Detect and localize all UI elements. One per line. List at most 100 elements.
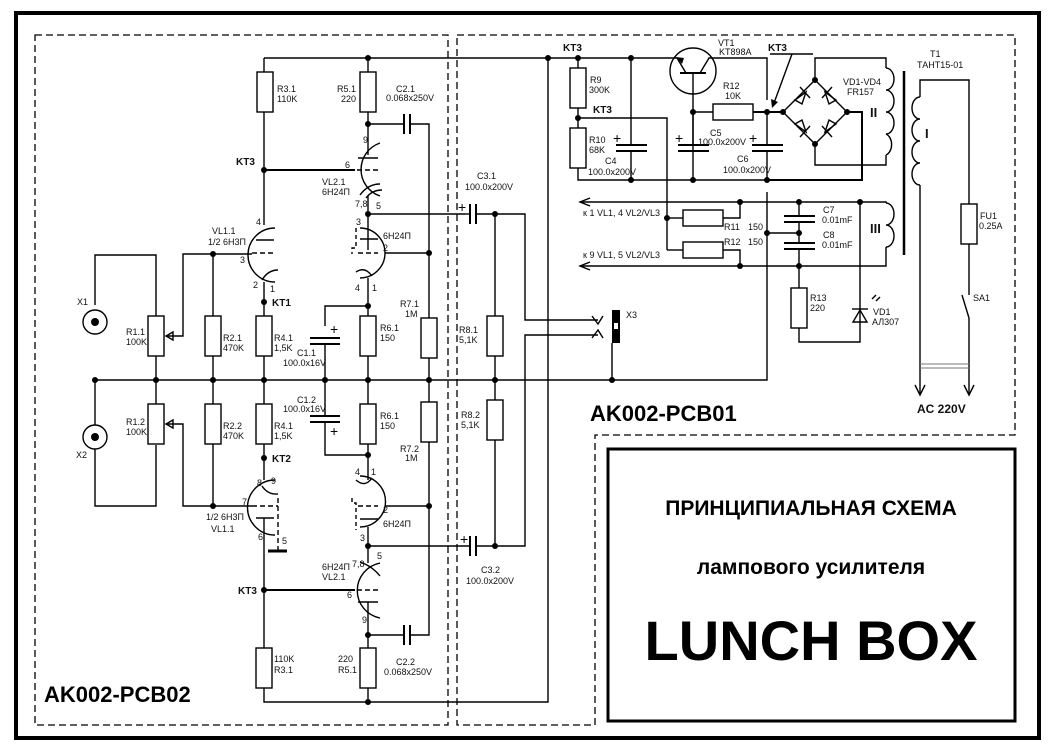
vl2-1-type: 6Н24П	[322, 187, 350, 197]
potentiometer-r1-2[interactable]	[147, 403, 165, 445]
wire	[723, 249, 741, 266]
transistor-collector	[699, 57, 768, 100]
junction	[365, 303, 371, 309]
wire	[814, 144, 887, 166]
x1-label: X1	[77, 297, 88, 307]
board-outline-pcb01	[456, 34, 1016, 726]
kt3-label: KT3	[236, 157, 255, 168]
r10-value: 68K	[589, 145, 605, 155]
r4-1-value: 1,5K	[274, 343, 293, 353]
r12b-name: R12	[723, 81, 740, 91]
arrow-out-1	[578, 197, 591, 207]
resistor-r6-1b	[359, 403, 377, 445]
vl2-1b-name: VL2.1	[322, 572, 346, 582]
pin-label: 1	[372, 283, 377, 293]
junction	[210, 503, 216, 509]
light-ray	[871, 294, 877, 300]
test-point-kt1[interactable]	[261, 299, 267, 305]
title-block	[606, 447, 1017, 723]
vl2-1b-type: 6Н24П	[322, 562, 350, 572]
r5-1-name: R5.1	[337, 84, 356, 94]
switch-sa1[interactable]	[961, 294, 970, 319]
polarity-mark: +	[613, 130, 621, 146]
led-vd1	[851, 308, 869, 323]
c3-2-name: C3.2	[481, 565, 500, 575]
resistor-r3-1b	[255, 647, 273, 689]
t1-name: T1	[930, 49, 941, 59]
r5-1b-name: R5.1	[338, 665, 357, 675]
r4-1b-name: R4.1	[274, 421, 293, 431]
resistor-r2-2	[204, 403, 222, 445]
c5-name: C5	[710, 128, 722, 138]
x3-label: X3	[626, 310, 637, 320]
wiper-arrow	[164, 418, 174, 430]
potentiometer-r1-1[interactable]	[147, 315, 165, 357]
probe-arrow	[771, 99, 778, 108]
kt2-label: KT2	[272, 454, 291, 465]
c2-1-name: C2.1	[396, 84, 415, 94]
pin-label: 5	[377, 551, 382, 561]
r1-2-name: R1.2	[126, 417, 145, 427]
probe-arrow-line	[773, 53, 793, 104]
wire	[723, 202, 741, 219]
tube-shield	[351, 228, 357, 254]
winding-i-label: I	[925, 126, 929, 141]
r13-name: R13	[810, 293, 827, 303]
r12p-value: 150	[748, 237, 763, 247]
r12b-value: 10K	[725, 91, 741, 101]
heater-out-2-label: к 9 VL1, 5 VL2/VL3	[583, 250, 660, 260]
kt3-psu-label: KT3	[563, 43, 582, 54]
mains-label: AC 220V	[917, 402, 966, 416]
c2-2-name: C2.2	[396, 657, 415, 667]
winding-iii-label: III	[870, 221, 881, 236]
pin-label: 8	[257, 478, 262, 488]
wire	[94, 445, 157, 507]
test-point-kt2[interactable]	[261, 455, 267, 461]
junction	[426, 250, 432, 256]
wire	[166, 423, 252, 507]
resistor-r4-1b	[255, 403, 273, 445]
r1-1-value: 100K	[126, 337, 147, 347]
pin-label: 4	[355, 283, 360, 293]
bridge-name: VD1-VD4	[843, 77, 881, 87]
kt3-bottom-label: KT3	[238, 586, 257, 597]
c2-1-value: 0.068x250V	[386, 93, 434, 103]
r7-2-name: R7.2	[400, 444, 419, 454]
c3-1-value: 100.0x200V	[465, 182, 513, 192]
pin-label: 3	[240, 255, 245, 265]
tube-vl1-1b-envelope	[246, 479, 276, 536]
pin-label: 2	[253, 280, 258, 290]
wire	[324, 422, 368, 456]
tube-vl1-1-envelope	[247, 227, 276, 283]
pin-label: 3	[356, 217, 361, 227]
ground-bus	[95, 192, 768, 381]
junction	[628, 177, 634, 183]
pin-label: 9	[271, 476, 276, 486]
wire	[476, 334, 598, 547]
input-jack-x1[interactable]	[82, 309, 108, 335]
winding-ii-label: II	[870, 105, 877, 120]
r7-2-value: 1M	[405, 453, 418, 463]
title-line-1: ПРИНЦИПИАЛЬНАЯ СХЕМА	[665, 497, 957, 520]
vl2-2-type: 6Н24П	[383, 231, 411, 241]
pin-label: 5	[282, 536, 287, 546]
resistor-r8-1	[486, 315, 504, 357]
polarity-mark: +	[330, 321, 338, 337]
c1-2-value: 100.0x16V	[283, 404, 326, 414]
x2-label: X2	[76, 450, 87, 460]
r6-1b-value: 150	[380, 421, 395, 431]
pin-label: 5	[376, 201, 381, 211]
wire	[410, 123, 430, 318]
wire	[767, 111, 863, 181]
tube-cathode	[355, 477, 373, 485]
r5-1-value: 220	[341, 94, 356, 104]
r9-name: R9	[590, 75, 602, 85]
jack-center	[91, 318, 99, 326]
tube-cathode	[261, 485, 279, 495]
r9-value: 300K	[589, 85, 610, 95]
tube-vl2-2b-envelope	[359, 475, 387, 528]
sa1-label: SA1	[973, 293, 990, 303]
fu1-name: FU1	[980, 211, 997, 221]
vd1-name: VD1	[873, 307, 891, 317]
